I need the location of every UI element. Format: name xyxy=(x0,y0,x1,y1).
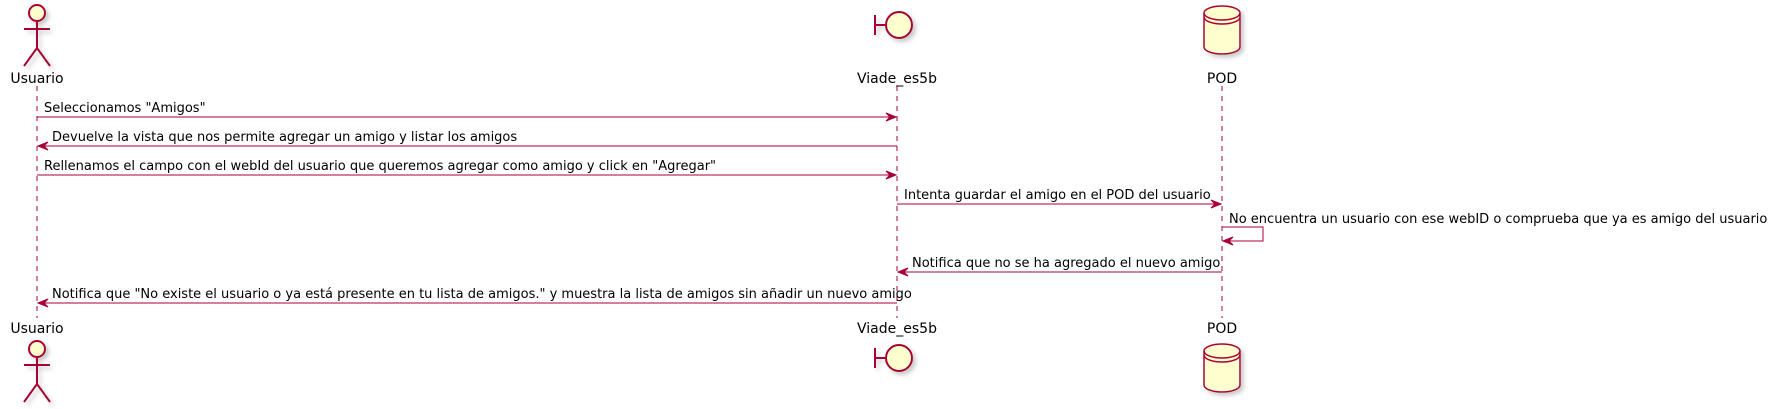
message-3: Rellenamos el campo con el webId del usu… xyxy=(37,159,898,180)
participant-pod-bottom: POD xyxy=(1203,321,1241,393)
participant-pod-top: POD xyxy=(1203,5,1241,87)
message-6: Notifica que no se ha agregado el nuevo … xyxy=(896,256,1222,277)
actor-icon xyxy=(23,4,51,67)
participant-label: Viade_es5b xyxy=(857,321,937,337)
participant-label: POD xyxy=(1207,321,1237,337)
message-5: No encuentra un usuario con ese webID o … xyxy=(1221,212,1767,246)
message-label: No encuentra un usuario con ese webID o … xyxy=(1229,212,1767,227)
message-1: Seleccionamos "Amigos" xyxy=(37,101,898,122)
participant-viade-bottom: Viade_es5b xyxy=(857,321,937,372)
participant-viade-top: Viade_es5b xyxy=(857,11,937,87)
self-message-arrow xyxy=(1222,226,1264,242)
actor-icon xyxy=(23,340,51,403)
database-icon xyxy=(1203,343,1241,393)
database-icon xyxy=(1203,5,1241,55)
message-7: Notifica que "No existe el usuario o ya … xyxy=(36,287,912,308)
message-2: Devuelve la vista que nos permite agrega… xyxy=(36,130,897,151)
message-label: Notifica que "No existe el usuario o ya … xyxy=(52,287,912,302)
message-label: Devuelve la vista que nos permite agrega… xyxy=(52,130,517,145)
message-label: Rellenamos el campo con el webId del usu… xyxy=(44,159,716,174)
message-4: Intenta guardar el amigo en el POD del u… xyxy=(897,188,1223,209)
boundary-icon xyxy=(874,344,913,372)
message-label: Intenta guardar el amigo en el POD del u… xyxy=(904,188,1211,203)
participant-usuario-top: Usuario xyxy=(10,4,64,87)
participant-label: Usuario xyxy=(10,71,63,87)
message-label: Notifica que no se ha agregado el nuevo … xyxy=(912,256,1220,271)
participant-label: Viade_es5b xyxy=(857,71,937,87)
participant-usuario-bottom: Usuario xyxy=(10,321,64,403)
boundary-icon xyxy=(874,11,913,39)
participant-label: POD xyxy=(1207,71,1237,87)
message-label: Seleccionamos "Amigos" xyxy=(44,101,206,116)
participant-label: Usuario xyxy=(10,321,63,337)
